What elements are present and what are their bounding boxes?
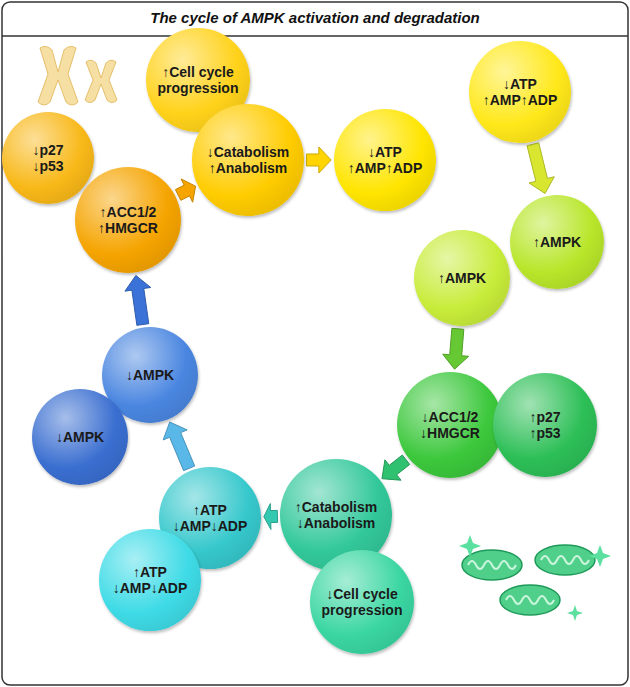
node-text: ↓ATP ↑AMP↑ADP <box>341 144 429 176</box>
node-text: ↓Catabolism ↑Anabolism <box>199 144 297 176</box>
block-arrow <box>264 504 278 530</box>
state-circle: ↓p27 ↓p53 <box>2 112 94 204</box>
node-text: ↓AMPK <box>126 367 174 383</box>
state-circle: ↓Catabolism ↑Anabolism <box>192 104 303 215</box>
node-text: ↓ATP ↑AMP↑ADP <box>476 76 564 108</box>
block-arrow <box>125 275 151 325</box>
state-circle: ↑AMPK <box>510 195 604 289</box>
block-arrow <box>443 328 469 369</box>
state-circle: ↓AMPK <box>32 389 128 485</box>
state-circle: ↑p27 ↑p53 <box>493 373 597 477</box>
node-text: ↓Cell cycle progression <box>317 586 407 618</box>
node-text: ↑ATP ↓AMP↓ADP <box>106 564 194 596</box>
mitochondria-icon <box>459 535 611 621</box>
node-text: ↑AMPK <box>533 234 581 250</box>
node-text: ↑ATP ↓AMP↓ADP <box>166 502 254 534</box>
node-text: ↑Cell cycle progression <box>153 64 243 96</box>
block-arrow <box>382 455 410 480</box>
node-text: ↓AMPK <box>56 429 104 445</box>
state-circle: ↓Cell cycle progression <box>310 550 414 654</box>
title-rule <box>2 35 628 37</box>
diagram-title: The cycle of AMPK activation and degrada… <box>0 9 630 26</box>
chromosome-icon <box>38 46 117 105</box>
state-circle: ↑AMPK <box>414 230 510 326</box>
block-arrow <box>163 422 195 471</box>
node-text: ↑Catabolism ↓Anabolism <box>287 499 385 531</box>
node-text: ↑AMPK <box>438 270 486 286</box>
node-text: ↑p27 ↑p53 <box>521 409 569 441</box>
block-arrow <box>527 143 554 194</box>
block-arrow <box>175 179 195 202</box>
node-text: ↑ACC1/2 ↑HMGCR <box>84 204 172 236</box>
state-circle: ↓ATP ↑AMP↑ADP <box>334 109 436 211</box>
state-circle: ↑ACC1/2 ↑HMGCR <box>75 167 181 273</box>
state-circle: ↓ATP ↑AMP↑ADP <box>469 41 571 143</box>
block-arrow <box>307 147 332 173</box>
node-text: ↓ACC1/2 ↓HMGCR <box>406 409 494 441</box>
node-text: ↓p27 ↓p53 <box>24 142 72 174</box>
state-circle: ↓ACC1/2 ↓HMGCR <box>397 372 503 478</box>
state-circle: ↑ATP ↓AMP↓ADP <box>99 529 201 631</box>
